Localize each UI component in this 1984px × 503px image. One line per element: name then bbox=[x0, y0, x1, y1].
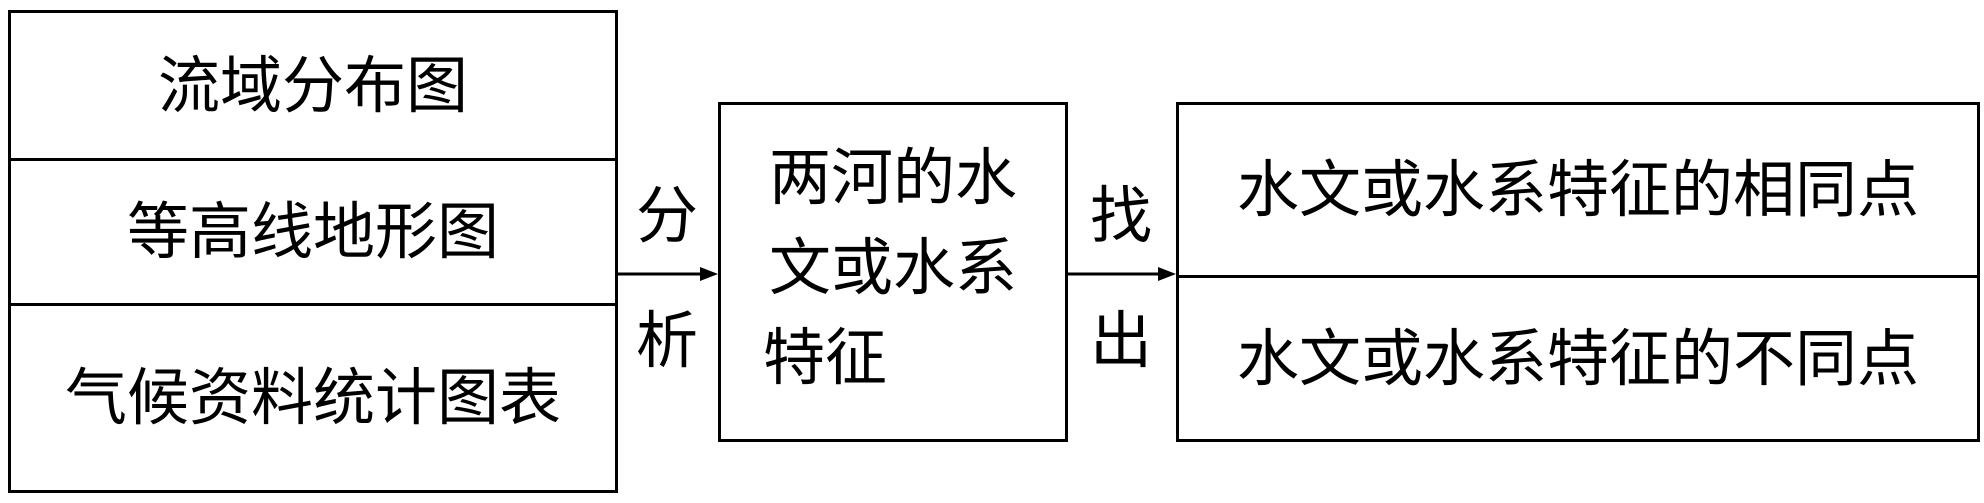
features-line-3: 特征 bbox=[763, 321, 888, 394]
arrow-find bbox=[1068, 267, 1176, 281]
result-differences: 水文或水系特征的不同点 bbox=[1236, 321, 1919, 395]
source-divider-1 bbox=[11, 158, 615, 161]
arrow-analyze-bottom-label: 析 bbox=[636, 304, 699, 377]
source-item-basin-map: 流域分布图 bbox=[157, 48, 468, 122]
features-line-1: 两河的水 bbox=[768, 141, 1017, 214]
features-line-2: 文或水系 bbox=[768, 231, 1017, 304]
results-divider bbox=[1179, 275, 1977, 278]
source-item-contour-map: 等高线地形图 bbox=[126, 195, 499, 268]
results-box: 水文或水系特征的相同点 水文或水系特征的不同点 bbox=[1176, 102, 1980, 442]
features-box: 两河的水 文或水系 特征 bbox=[718, 102, 1068, 442]
source-divider-2 bbox=[11, 303, 615, 306]
source-box: 流域分布图 等高线地形图 气候资料统计图表 bbox=[8, 10, 618, 493]
arrow-find-bottom-label: 出 bbox=[1090, 304, 1153, 377]
arrow-analyze bbox=[618, 267, 718, 281]
source-item-climate-charts: 气候资料统计图表 bbox=[64, 361, 561, 434]
result-similarities: 水文或水系特征的相同点 bbox=[1236, 153, 1919, 226]
arrow-find-top-label: 找 bbox=[1090, 179, 1153, 252]
arrow-analyze-top-label: 分 bbox=[636, 179, 699, 252]
